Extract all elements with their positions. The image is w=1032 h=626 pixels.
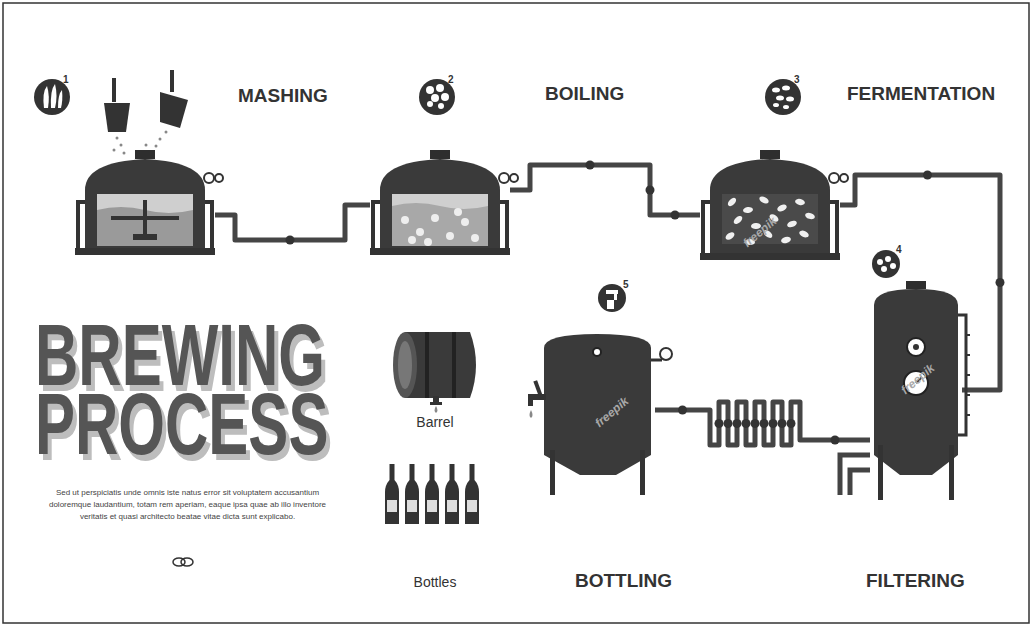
- pipe-joint: [671, 211, 680, 220]
- stage-heading: FILTERING: [866, 570, 965, 592]
- part-name: Barrel: [416, 414, 453, 430]
- callout-number: 1: [63, 74, 69, 85]
- tank-node: BOTTLING: [540, 330, 655, 495]
- callout-number: 3: [794, 74, 800, 85]
- tank-drawing: [75, 150, 215, 255]
- pipe-joint: [831, 436, 840, 445]
- pipe-joint: [646, 186, 655, 195]
- pipe-joint: [778, 419, 787, 428]
- stage-heading: BOTTLING: [575, 570, 672, 592]
- pipe-joint: [724, 419, 733, 428]
- pipe-connector: [655, 402, 870, 445]
- pipe-joint: [715, 419, 724, 428]
- callout-number: 4: [896, 244, 902, 255]
- tank-drawing: [370, 150, 510, 255]
- pipe-joint: [769, 419, 778, 428]
- diagram-title: BREWING PROCESS: [35, 321, 365, 460]
- pipe-joint: [996, 278, 1005, 287]
- tank-node: FERMENTATION: [700, 150, 840, 260]
- tank-drawing: [700, 150, 840, 260]
- callout-number: 5: [623, 279, 629, 290]
- tank-node: MASHING: [75, 150, 215, 255]
- pipe-joint: [286, 236, 295, 245]
- stage-heading: FERMENTATION: [847, 83, 995, 105]
- pipe-joint: [678, 406, 687, 415]
- pipe-joint: [787, 419, 796, 428]
- caption-text: Sed ut perspiciatis unde omnis iste natu…: [40, 487, 335, 523]
- callout-number: 2: [448, 74, 454, 85]
- stage-heading: MASHING: [238, 85, 328, 107]
- pipe-joint: [742, 419, 751, 428]
- pipe-joint: [751, 419, 760, 428]
- pipe-joint: [923, 171, 932, 180]
- tank-node: FILTERING: [870, 285, 962, 500]
- tank-drawing: [870, 285, 962, 500]
- stage-heading: BOILING: [545, 83, 624, 105]
- pipe-connector: [510, 165, 700, 215]
- pipe-joint: [760, 419, 769, 428]
- tank-node: BOILING: [370, 150, 510, 255]
- pipe-connector: [215, 205, 370, 240]
- tank-drawing: [540, 330, 655, 495]
- pipe-joint: [733, 419, 742, 428]
- part-name: Bottles: [414, 574, 457, 590]
- pipe-joint: [586, 161, 595, 170]
